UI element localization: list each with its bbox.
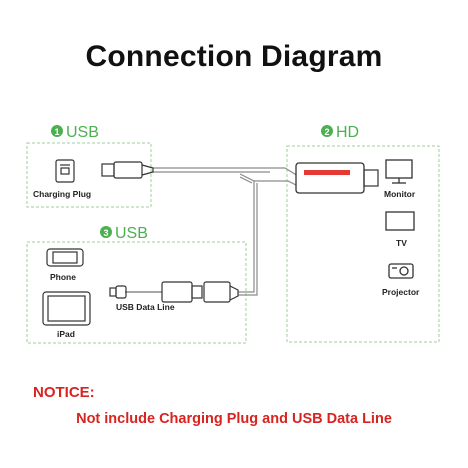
monitor-label: Monitor xyxy=(384,189,416,199)
usb-connector-top-icon xyxy=(101,161,154,179)
charging-plug-icon xyxy=(55,159,75,183)
section-1-title: USB xyxy=(66,124,99,141)
ipad-icon xyxy=(42,291,91,326)
monitor-icon xyxy=(385,159,413,184)
hdmi-connector-icon xyxy=(295,162,379,194)
section-1-box xyxy=(26,142,152,208)
usb-data-line-icon xyxy=(109,281,239,303)
cable-usb1-to-hdmi-a xyxy=(153,167,299,177)
charging-plug-label: Charging Plug xyxy=(33,189,91,199)
section-1-number: 1 xyxy=(54,127,59,137)
section-2-box xyxy=(286,145,440,343)
section-3-number: 3 xyxy=(103,228,108,238)
section-1-header: 1 USB xyxy=(51,124,99,141)
cable-main-b xyxy=(239,176,253,184)
page-title: Connection Diagram xyxy=(85,40,383,73)
notice-text: Not include Charging Plug and USB Data L… xyxy=(76,411,392,427)
phone-label: Phone xyxy=(50,272,76,282)
cable-main-a xyxy=(239,173,299,187)
section-2-title: HD xyxy=(336,124,359,141)
section-3-title: USB xyxy=(115,225,148,242)
section-2-header: 2 HD xyxy=(321,124,359,141)
section-2-number: 2 xyxy=(324,127,329,137)
tv-icon xyxy=(385,211,415,231)
section-3-header: 3 USB xyxy=(100,225,148,242)
section-1-number-badge xyxy=(51,125,63,137)
cable-vertical-a xyxy=(238,181,255,293)
cable-lines xyxy=(125,167,299,296)
tv-label: TV xyxy=(396,238,407,248)
usb-data-line-label: USB Data Line xyxy=(116,302,175,312)
phone-icon xyxy=(46,248,84,267)
section-2-number-badge xyxy=(321,125,333,137)
section-3-number-badge xyxy=(100,226,112,238)
notice-heading: NOTICE: xyxy=(33,384,95,401)
cable-vertical-b xyxy=(238,183,258,296)
projector-icon xyxy=(388,263,414,279)
ipad-label: iPad xyxy=(57,329,75,339)
projector-label: Projector xyxy=(382,287,420,297)
